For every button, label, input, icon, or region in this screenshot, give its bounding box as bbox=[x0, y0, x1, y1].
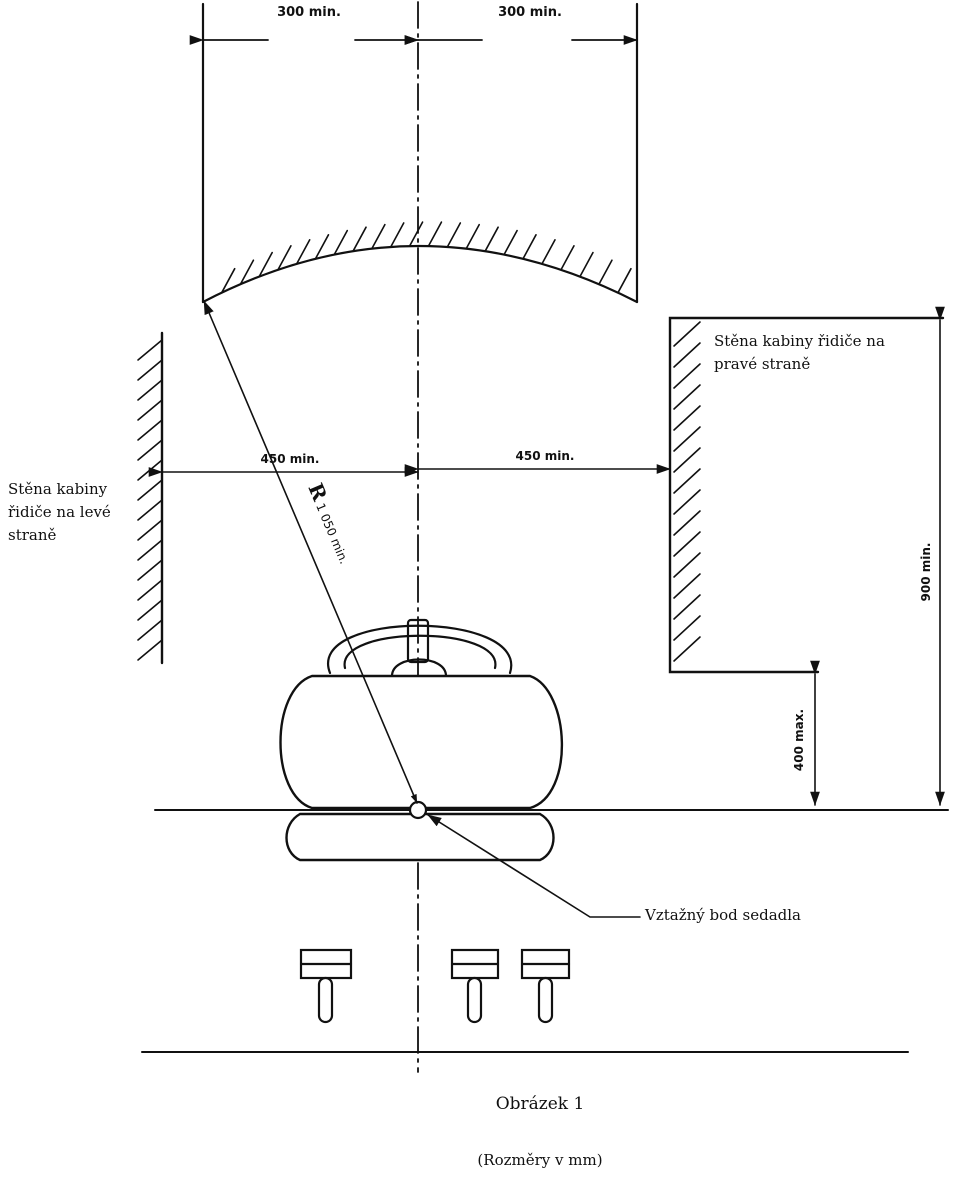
hatch-mark bbox=[137, 619, 163, 641]
hatch-mark bbox=[295, 239, 311, 265]
hatch-mark bbox=[673, 363, 701, 389]
left-wall-hatching bbox=[137, 339, 163, 661]
hatch-mark bbox=[277, 245, 292, 271]
hatch-mark bbox=[673, 342, 701, 368]
hatch-mark bbox=[673, 489, 701, 515]
pedal-right bbox=[520, 948, 571, 1024]
seat-reference-point bbox=[408, 800, 428, 820]
dim-mid-right: 450 min. bbox=[516, 449, 575, 463]
hatch-mark bbox=[673, 384, 701, 410]
hatch-mark bbox=[137, 499, 163, 521]
hatch-mark bbox=[522, 234, 537, 260]
right-wall-hatching bbox=[673, 321, 701, 662]
hatch-mark bbox=[333, 229, 349, 256]
hatch-mark bbox=[579, 251, 594, 278]
hatch-mark bbox=[673, 321, 701, 347]
hatch-mark bbox=[137, 359, 163, 381]
hatch-mark bbox=[446, 222, 462, 248]
dim-top-right: 300 min. bbox=[498, 5, 562, 20]
hatch-mark bbox=[137, 399, 163, 421]
figure-caption: Obrázek 1 bbox=[495, 1094, 585, 1114]
hatch-mark bbox=[220, 267, 236, 294]
seat-backrest bbox=[279, 674, 564, 810]
seat-reference-label: Vztažný bod sedadla bbox=[645, 906, 801, 924]
hatch-mark bbox=[673, 405, 701, 431]
hatch-mark bbox=[673, 573, 701, 599]
hatch-mark bbox=[673, 447, 701, 473]
hatch-mark bbox=[137, 599, 163, 621]
radius-line bbox=[203, 300, 418, 804]
hatch-mark bbox=[314, 234, 330, 260]
dim-height-step: 400 max. bbox=[792, 709, 806, 771]
hatch-mark bbox=[137, 379, 163, 401]
hatch-mark bbox=[389, 222, 405, 248]
right-wall-label: Stěna kabiny řidiče na pravé straně bbox=[714, 332, 885, 373]
left-wall-label: Stěna kabiny řidiče na levé straně bbox=[8, 480, 111, 544]
hatch-mark bbox=[137, 639, 163, 661]
hatch-mark bbox=[137, 539, 163, 561]
pedal-middle bbox=[450, 948, 500, 1024]
hatch-mark bbox=[137, 419, 163, 441]
dim-top-left: 300 min. bbox=[277, 5, 341, 20]
hatch-mark bbox=[673, 468, 701, 494]
hatch-mark bbox=[465, 223, 481, 250]
hatch-mark bbox=[503, 229, 518, 256]
figure-units: (Rozměry v mm) bbox=[477, 1151, 603, 1169]
hatch-mark bbox=[673, 531, 701, 557]
right-cab-wall bbox=[668, 316, 945, 674]
dim-radius: 1 050 min. bbox=[313, 501, 351, 566]
hatch-mark bbox=[352, 226, 367, 252]
hatch-mark bbox=[541, 239, 556, 265]
hatch-mark bbox=[673, 615, 701, 641]
pedal-left bbox=[299, 948, 353, 1024]
dim-mid-left: 450 min. bbox=[261, 452, 320, 466]
hatch-mark bbox=[137, 579, 163, 601]
hatch-mark bbox=[560, 245, 575, 271]
hatch-mark bbox=[137, 559, 163, 581]
hatch-mark bbox=[408, 221, 424, 247]
hatch-mark bbox=[239, 259, 255, 286]
seat-cushion bbox=[285, 812, 555, 862]
hatch-mark bbox=[137, 519, 163, 541]
hatch-mark bbox=[617, 267, 632, 294]
front-obstacle-hatching bbox=[220, 221, 632, 294]
hatch-mark bbox=[137, 479, 163, 501]
hatch-mark bbox=[137, 459, 163, 481]
hatch-mark bbox=[673, 510, 701, 536]
steering-wheel bbox=[326, 618, 513, 678]
hatch-mark bbox=[484, 226, 499, 252]
seat-reference-leader bbox=[427, 814, 641, 918]
dimension-width bbox=[148, 464, 671, 477]
dim-radius-letter: R bbox=[303, 480, 332, 505]
hatch-mark bbox=[673, 426, 701, 452]
hatch-mark bbox=[673, 552, 701, 578]
hatch-mark bbox=[137, 339, 163, 361]
hatch-mark bbox=[673, 636, 701, 662]
hatch-mark bbox=[673, 594, 701, 620]
front-obstacle bbox=[201, 2, 639, 304]
hatch-mark bbox=[258, 251, 273, 278]
dim-height-total: 900 min. bbox=[919, 543, 933, 602]
hatch-mark bbox=[371, 223, 386, 250]
hatch-mark bbox=[427, 221, 443, 247]
dimension-height bbox=[810, 306, 945, 806]
hatch-mark bbox=[137, 439, 163, 461]
hatch-mark bbox=[598, 259, 613, 286]
